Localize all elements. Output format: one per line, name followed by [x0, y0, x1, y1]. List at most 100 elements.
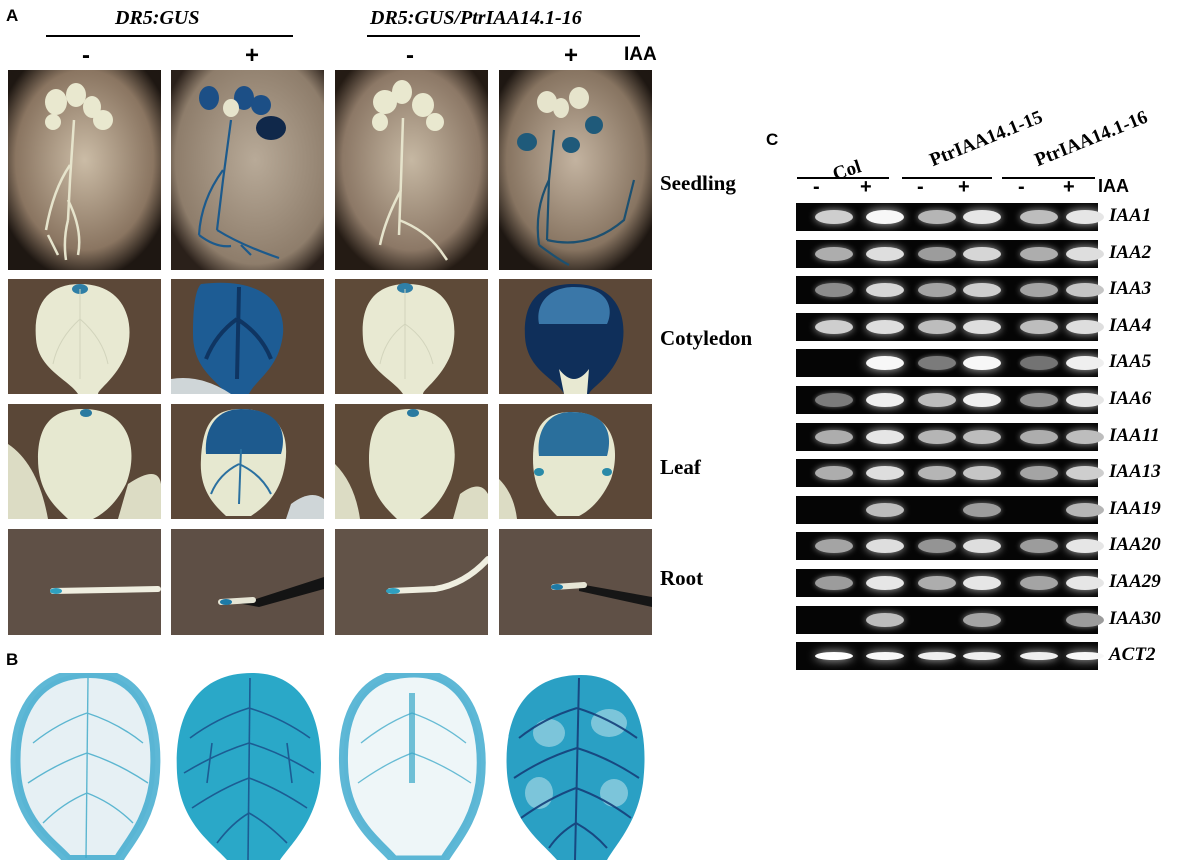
gene-label-iaa5: IAA5	[1109, 351, 1152, 372]
gel-band	[1066, 320, 1104, 334]
gel-row-iaa1	[796, 203, 1104, 231]
gel-band	[866, 320, 904, 334]
panel-b-label: B	[6, 650, 19, 669]
gel-band	[1020, 466, 1058, 480]
gel-band	[963, 576, 1001, 590]
col-divider-3	[1002, 177, 1095, 179]
col-divider-1	[797, 177, 889, 179]
gel-band	[963, 503, 1001, 517]
treatment-plus-2: +	[564, 42, 579, 69]
gel-band	[918, 356, 956, 370]
gel-band	[866, 613, 904, 627]
gel-row-iaa13	[796, 459, 1104, 487]
treatment-minus-1: -	[82, 42, 90, 69]
gel-row-iaa20	[796, 532, 1104, 560]
panel-c-label: C	[766, 130, 779, 149]
gel-band	[866, 652, 904, 660]
gel-band	[815, 210, 853, 224]
gel-treatment-label-iaa: IAA	[1098, 176, 1129, 196]
gel-band	[963, 247, 1001, 261]
gel-band	[866, 210, 904, 224]
photo-leaf-dr5-plus	[171, 404, 324, 519]
gene-label-iaa11: IAA11	[1109, 425, 1160, 446]
gene-label-iaa29: IAA29	[1109, 571, 1161, 592]
treatment-plus-1: +	[245, 42, 260, 69]
col-label-ptriaa-15: PtrIAA14.1-15	[926, 106, 1046, 172]
gel-row-act2	[796, 642, 1104, 670]
gene-label-iaa3: IAA3	[1109, 278, 1152, 299]
photo-root-ptriaa-plus	[499, 529, 652, 635]
lane-sign-4: +	[958, 176, 970, 198]
gel-band	[1020, 283, 1058, 297]
lane-sign-6: +	[1063, 176, 1075, 198]
photo-cotyledon-dr5-plus	[171, 279, 324, 394]
panel-a-label: A	[6, 6, 19, 25]
genotype-dr5-gus: DR5:GUS	[115, 7, 200, 29]
photo-leaf-dr5-minus	[8, 404, 161, 519]
row-label-cotyledon: Cotyledon	[660, 326, 753, 350]
photo-leaf-ptriaa-minus	[335, 404, 488, 519]
row-label-root: Root	[660, 566, 704, 590]
row-label-seedling: Seedling	[660, 171, 736, 195]
gel-band	[918, 393, 956, 407]
lane-sign-3: -	[917, 176, 924, 198]
gel-band	[1066, 356, 1104, 370]
treatment-minus-2: -	[406, 42, 414, 69]
gel-band	[1020, 356, 1058, 370]
photo-cotyledon-ptriaa-minus	[335, 279, 488, 394]
gene-label-act2: ACT2	[1109, 644, 1156, 665]
photo-seedling-ptriaa-plus	[499, 70, 652, 270]
gel-band	[963, 466, 1001, 480]
gel-band	[963, 320, 1001, 334]
gel-band	[1066, 503, 1104, 517]
gel-band	[815, 283, 853, 297]
gel-band	[815, 320, 853, 334]
gel-band	[1020, 210, 1058, 224]
gel-band	[866, 576, 904, 590]
gel-band	[1020, 539, 1058, 553]
gel-band	[963, 613, 1001, 627]
photo-cotyledon-ptriaa-plus	[499, 279, 652, 394]
gel-band	[866, 539, 904, 553]
row-label-leaf: Leaf	[660, 455, 701, 479]
gel-band	[1066, 430, 1104, 444]
gel-band	[866, 393, 904, 407]
gel-band	[815, 466, 853, 480]
gel-band	[866, 430, 904, 444]
lane-sign-5: -	[1018, 176, 1025, 198]
gel-band	[815, 393, 853, 407]
gel-band	[866, 247, 904, 261]
photo-leaf-b-3	[336, 673, 489, 860]
gene-label-iaa1: IAA1	[1109, 205, 1152, 226]
photo-leaf-b-1	[8, 673, 161, 860]
gel-band	[1066, 652, 1104, 660]
gel-band	[1020, 652, 1058, 660]
gel-band	[1066, 283, 1104, 297]
gel-band	[866, 356, 904, 370]
gene-label-iaa13: IAA13	[1109, 461, 1161, 482]
gel-band	[866, 503, 904, 517]
gel-band	[918, 283, 956, 297]
gel-row-iaa2	[796, 240, 1104, 268]
photo-cotyledon-dr5-minus	[8, 279, 161, 394]
gel-band	[963, 652, 1001, 660]
gel-band	[815, 539, 853, 553]
gel-band	[963, 283, 1001, 297]
gene-label-iaa30: IAA30	[1109, 608, 1161, 629]
photo-leaf-ptriaa-plus	[499, 404, 652, 519]
gel-band	[1066, 466, 1104, 480]
gel-band	[1066, 393, 1104, 407]
gel-band	[1066, 613, 1104, 627]
gel-band	[963, 356, 1001, 370]
gel-band	[963, 210, 1001, 224]
genotype-divider-1	[46, 35, 293, 37]
gel-band	[918, 320, 956, 334]
gel-band	[963, 539, 1001, 553]
photo-seedling-ptriaa-minus	[335, 70, 488, 270]
photo-root-dr5-minus	[8, 529, 161, 635]
gel-row-iaa30	[796, 606, 1104, 634]
gel-band	[1066, 247, 1104, 261]
photo-seedling-dr5-plus	[171, 70, 324, 270]
gene-label-iaa4: IAA4	[1109, 315, 1152, 336]
photo-seedling-dr5-minus	[8, 70, 161, 270]
